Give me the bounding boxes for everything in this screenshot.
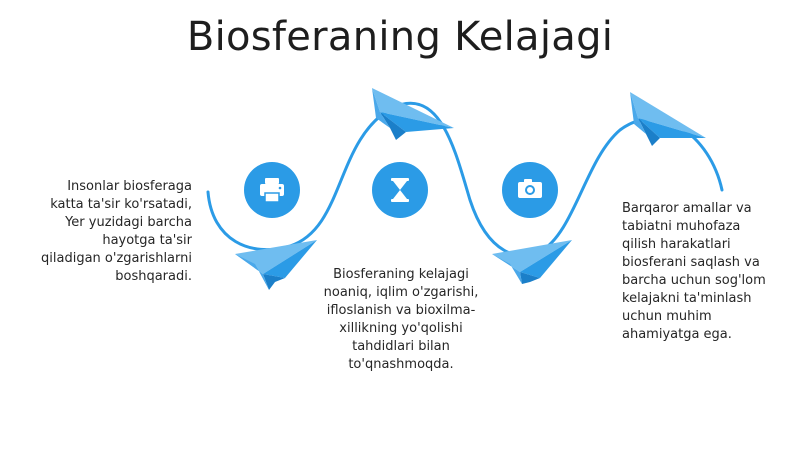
step-3-text: Barqaror amallar va tabiatni muhofaza qi…: [622, 201, 766, 342]
step-1-icon: [244, 162, 300, 218]
slide-title: Biosferaning Kelajagi: [186, 14, 614, 60]
paper-plane-4: [630, 92, 706, 146]
paper-plane-3: [492, 240, 572, 284]
camera-icon: [518, 179, 542, 198]
paper-plane-2: [372, 88, 454, 140]
step-3-icon: [502, 162, 558, 218]
hourglass-icon: [391, 178, 409, 202]
step-1-text: Insonlar biosferaga katta ta'sir ko'rsat…: [41, 179, 192, 284]
step-2-text: Biosferaning kelajagi noaniq, iqlim o'zg…: [323, 267, 479, 372]
paper-plane-1: [235, 240, 317, 290]
step-2-icon: [372, 162, 428, 218]
printer-icon: [260, 178, 284, 203]
